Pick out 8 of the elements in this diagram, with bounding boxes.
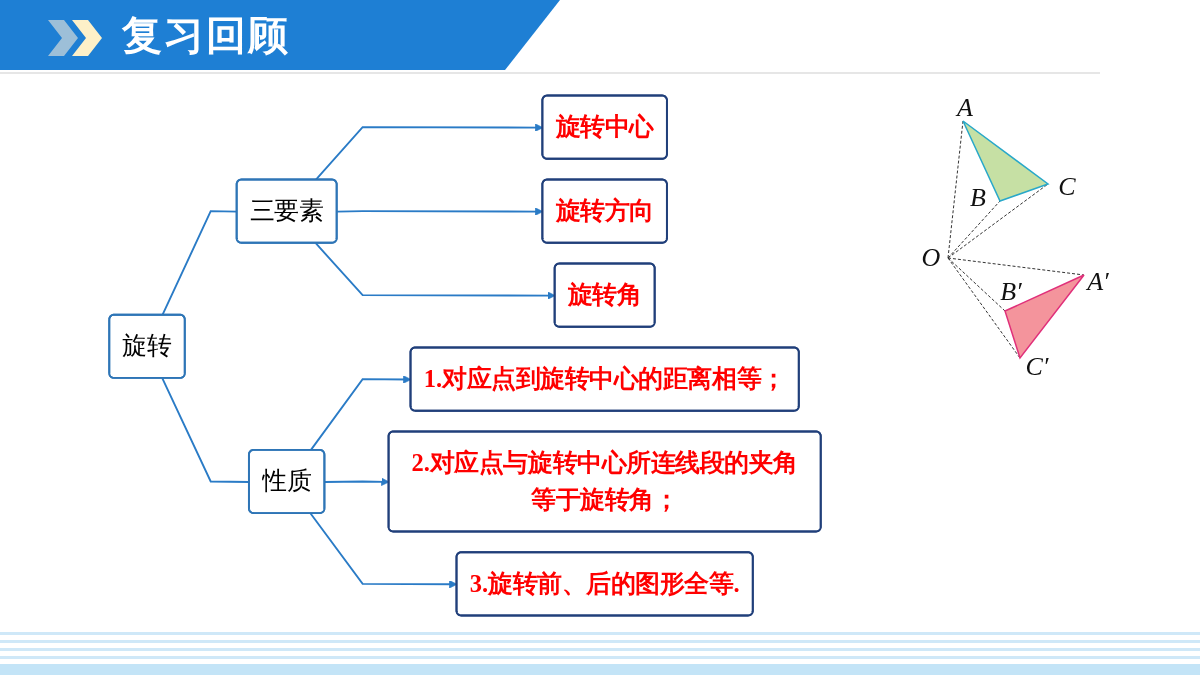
point-label: A′ [1087,269,1109,295]
page-title: 复习回顾 [122,12,290,59]
point-label: C′ [1025,354,1049,380]
point-label: B′ [1000,279,1022,305]
point-label: C [1058,174,1076,200]
point-label: A [957,95,973,121]
point-label: O [921,245,941,271]
point-label: B [970,185,986,211]
